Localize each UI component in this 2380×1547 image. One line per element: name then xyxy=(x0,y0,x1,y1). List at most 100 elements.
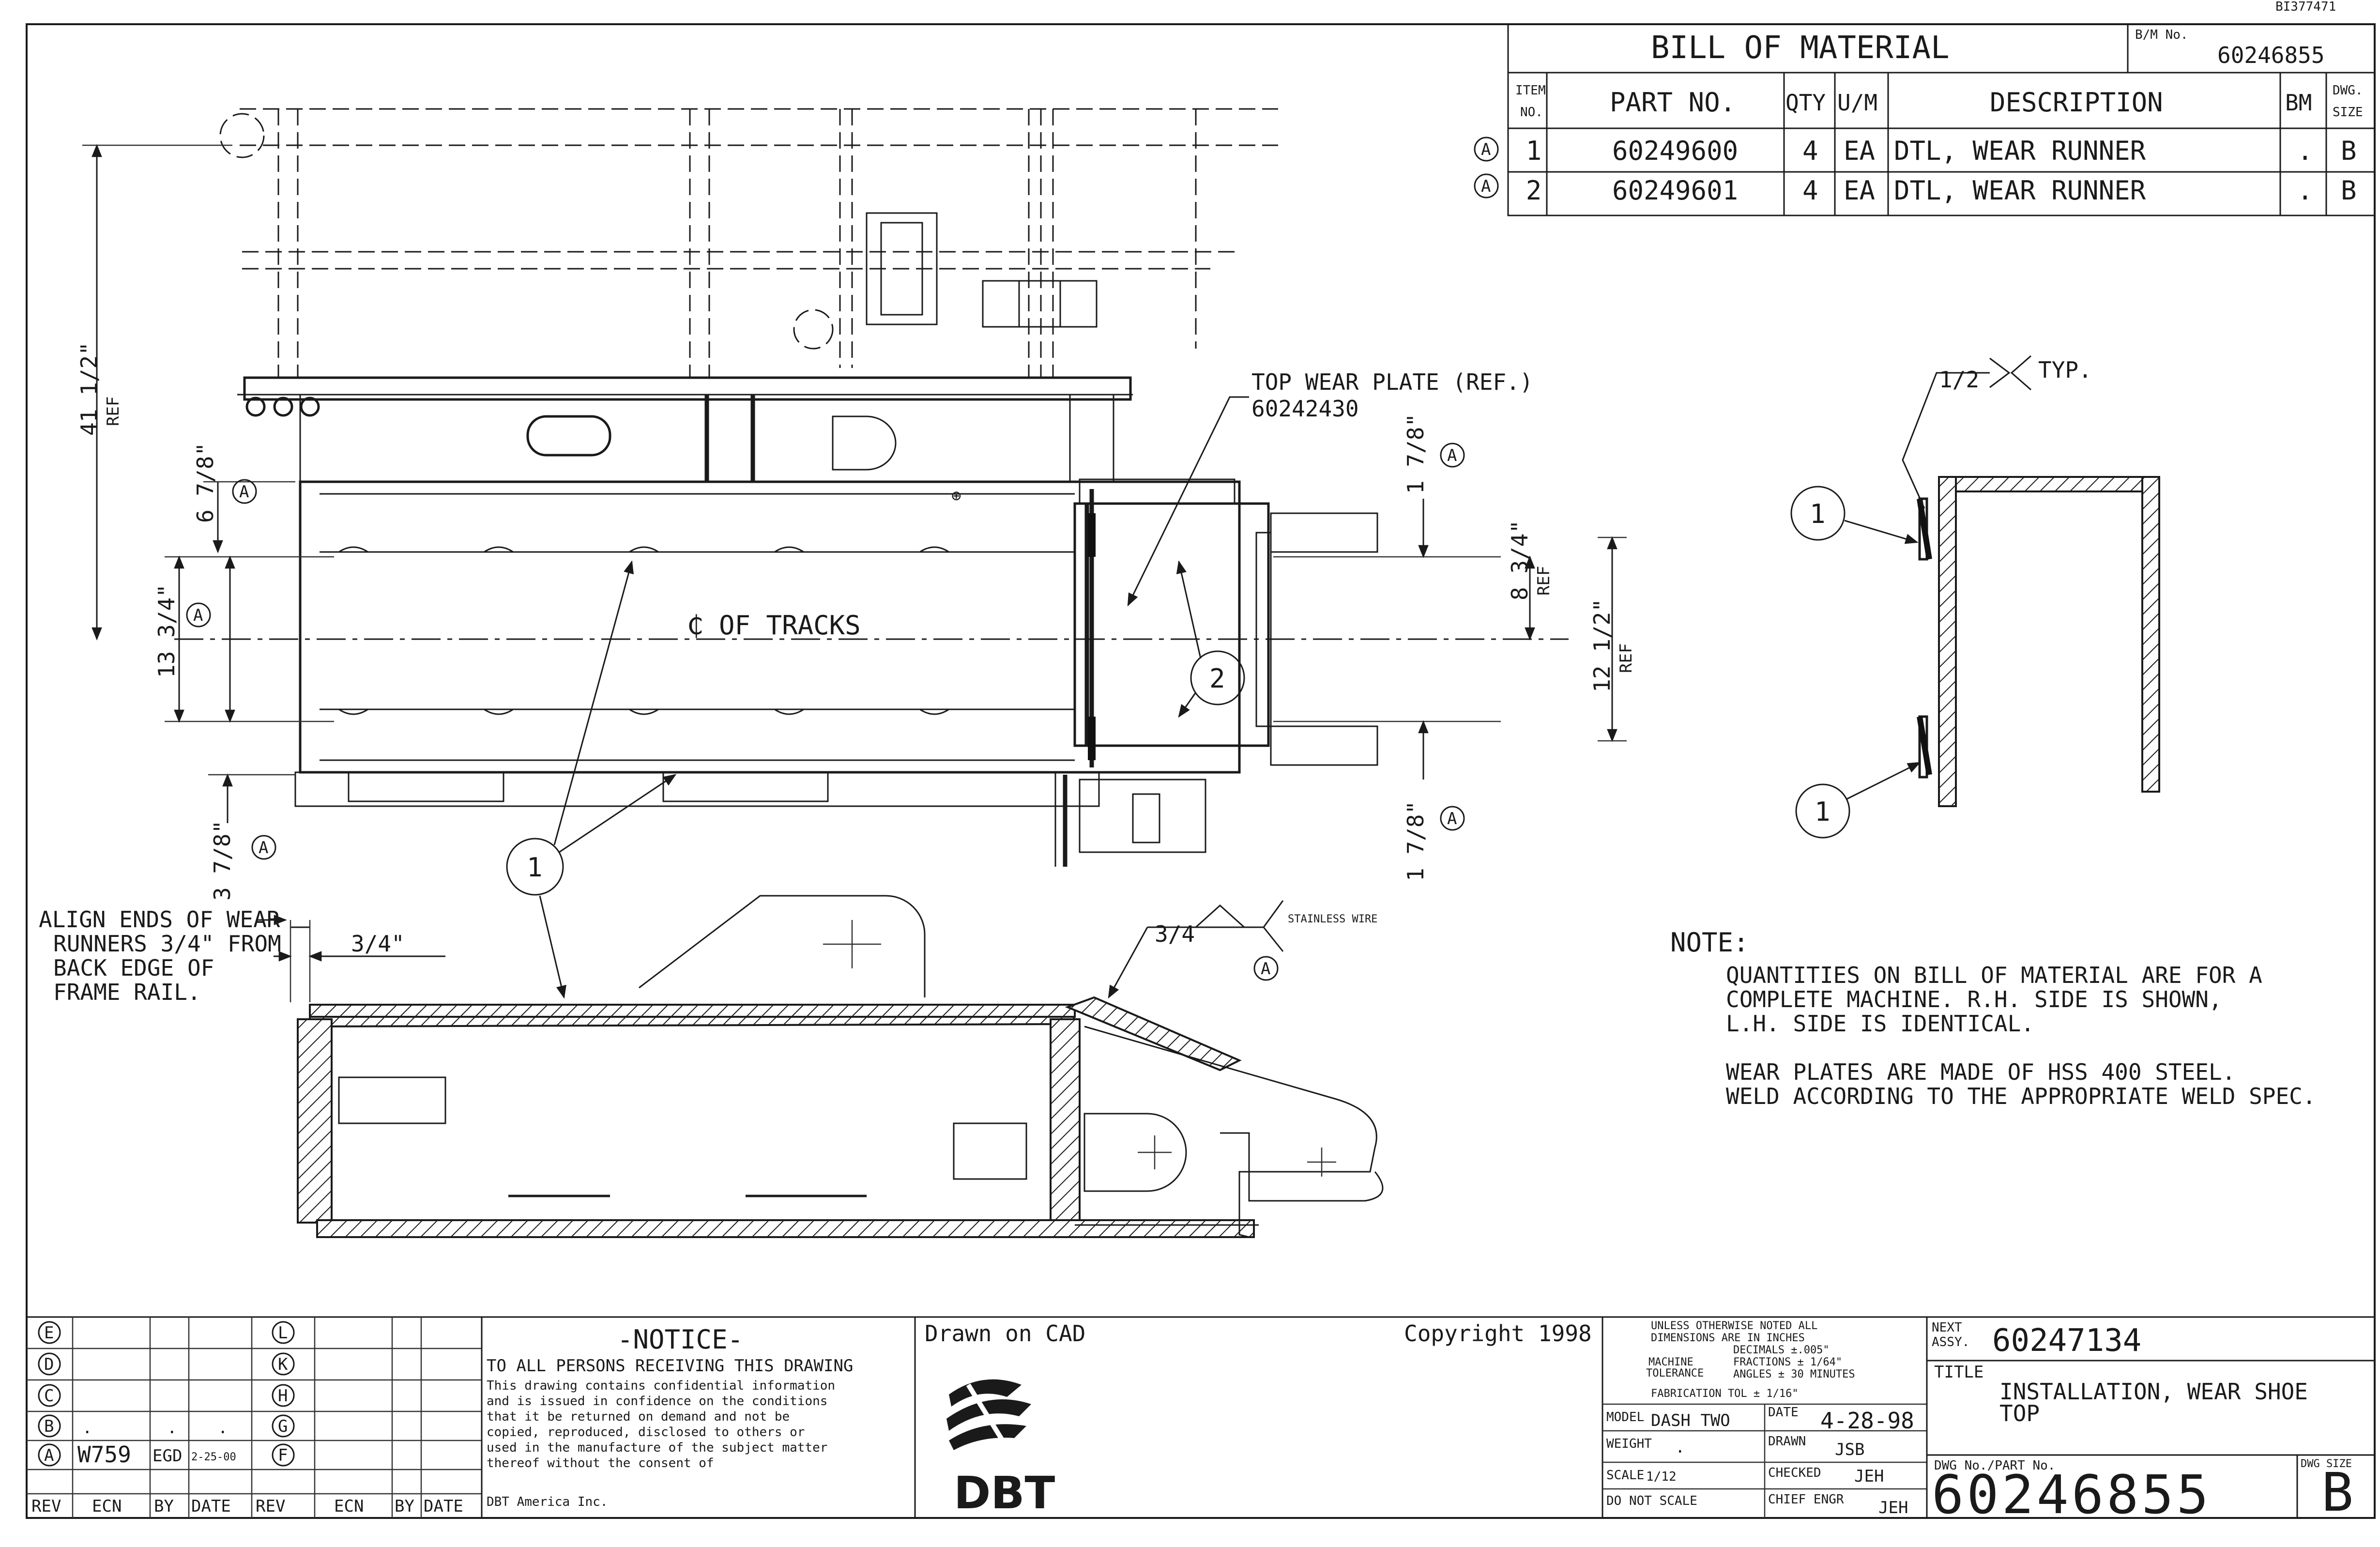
bom-row-size: B xyxy=(2341,136,2357,166)
balloon-1: 1 xyxy=(1810,499,1826,529)
note-line: L.H. SIDE IS IDENTICAL. xyxy=(1726,1011,2034,1037)
rev-letter: F xyxy=(278,1446,288,1465)
note-line: WEAR PLATES ARE MADE OF HSS 400 STEEL. xyxy=(1726,1059,2235,1085)
checked-value: JEH xyxy=(1854,1467,1884,1486)
drawn-value: JSB xyxy=(1835,1440,1864,1459)
rev-letter: H xyxy=(278,1386,288,1406)
plan-view: ⊕ ₵ OF TRACKS TOP WEAR PLATE (REF.) 6024… xyxy=(76,108,1636,999)
dim-41-5: 41 1/2" xyxy=(76,342,102,436)
tol-line: UNLESS OTHERWISE NOTED ALL xyxy=(1651,1320,1817,1332)
bom-header-desc: DESCRIPTION xyxy=(1990,87,2163,118)
rev-letter: D xyxy=(44,1355,54,1374)
rev-mark-a: A xyxy=(1261,959,1270,979)
dim-3-4: 3/4" xyxy=(351,931,405,957)
dbt-logo-text: DBT xyxy=(954,1467,1055,1519)
dim-12-12-ref: REF xyxy=(1617,643,1636,673)
bom-row-bm: . xyxy=(2297,136,2313,166)
balloon-2: 2 xyxy=(1209,663,1225,694)
dim-12-12: 12 1/2" xyxy=(1589,598,1615,692)
rev-footer: ECN xyxy=(334,1497,364,1516)
note-line: COMPLETE MACHINE. R.H. SIDE IS SHOWN, xyxy=(1726,986,2222,1012)
model-value: DASH TWO xyxy=(1651,1411,1730,1430)
tol-line: DECIMALS ±.005" xyxy=(1733,1344,1830,1356)
notice-block: -NOTICE- TO ALL PERSONS RECEIVING THIS D… xyxy=(487,1317,916,1518)
align-note-line: RUNNERS 3/4" FROM xyxy=(53,931,281,957)
bom-header-size-2: SIZE xyxy=(2333,105,2363,120)
next-assy-value: 60247134 xyxy=(1992,1323,2141,1359)
tol-line: FABRICATION TOL ± 1/16" xyxy=(1651,1388,1799,1400)
notice-line: This drawing contains confidential infor… xyxy=(487,1379,835,1393)
bom-row-bm: . xyxy=(2297,175,2313,206)
title-strip: E D C B A L K H G F . . . W759 EGD 2-25-… xyxy=(27,1316,2375,1526)
note-line: WELD ACCORDING TO THE APPROPRIATE WELD S… xyxy=(1726,1083,2316,1109)
rev-letter: G xyxy=(278,1417,288,1436)
weight-label: WEIGHT xyxy=(1606,1437,1652,1451)
bom-title: BILL OF MATERIAL xyxy=(1651,30,1950,66)
bom-header-item-2: NO. xyxy=(1520,105,1543,120)
bom-header-bm: BM xyxy=(2285,90,2312,116)
rev-letter: B xyxy=(44,1417,54,1436)
note-line: QUANTITIES ON BILL OF MATERIAL ARE FOR A xyxy=(1726,962,2262,988)
scale-label: SCALE xyxy=(1606,1468,1644,1483)
bom-row-desc: DTL, WEAR RUNNER xyxy=(1894,136,2146,166)
dim-8-34-ref: REF xyxy=(1534,566,1554,596)
bom-header-size-1: DWG. xyxy=(2333,83,2363,98)
model-label: MODEL xyxy=(1606,1410,1644,1424)
dim-6-78: 6 7/8" xyxy=(192,443,218,523)
rev-footer: DATE xyxy=(424,1497,463,1516)
weight-value: . xyxy=(1675,1438,1685,1457)
revision-block: E D C B A L K H G F . . . W759 EGD 2-25-… xyxy=(27,1317,483,1518)
sheet-border xyxy=(26,23,2376,1519)
do-not-scale: DO NOT SCALE xyxy=(1606,1494,1697,1508)
drawn-on-cad: Drawn on CAD xyxy=(925,1320,1085,1347)
bom-row: A 2 60249601 4 EA DTL, WEAR RUNNER . B xyxy=(1474,173,2357,206)
bom-no: 60246855 xyxy=(2217,42,2325,68)
side-elevation: 3/4" ALIGN ENDS OF WEAR RUNNERS 3/4" FRO… xyxy=(39,895,1384,1238)
copyright: Copyright 1998 xyxy=(1404,1320,1592,1347)
dbt-logo-icon xyxy=(946,1379,1031,1450)
section-detail: 1 1 1/2 TYP. xyxy=(1790,355,2160,839)
bom-header-item-1: ITEM xyxy=(1515,83,1546,98)
top-wear-plate-label: TOP WEAR PLATE (REF.) xyxy=(1251,369,1533,395)
title-block: NEXT ASSY. 60247134 TITLE INSTALLATION, … xyxy=(1927,1320,2375,1526)
bom-row-um: EA xyxy=(1844,175,1875,206)
bom-row-rev: A xyxy=(1481,177,1491,196)
bom-row-part: 60249601 xyxy=(1612,175,1738,206)
bom-no-label: B/M No. xyxy=(2135,28,2188,42)
bom-row-rev: A xyxy=(1481,140,1491,159)
rev-footer: REV xyxy=(256,1497,285,1516)
dim-13-34: 13 3/4" xyxy=(153,584,180,678)
company-block: Drawn on CAD Copyright 1998 DBT xyxy=(925,1317,1603,1519)
title-label: TITLE xyxy=(1934,1363,1983,1382)
notice-line: DBT America Inc. xyxy=(487,1495,608,1509)
bom-row-qty: 4 xyxy=(1802,136,1818,166)
bom-row-qty: 4 xyxy=(1802,175,1818,206)
rev-letter: E xyxy=(44,1323,54,1343)
weld-size: 3/4 xyxy=(1155,921,1195,947)
plus-mark: ⊕ xyxy=(951,486,961,505)
dim-3-78: 3 7/8" xyxy=(209,820,235,901)
top-wear-plate-number: 60242430 xyxy=(1251,396,1359,422)
bill-of-material: BILL OF MATERIAL B/M No. 60246855 ITEM N… xyxy=(1474,23,2376,216)
rev-mark-a: A xyxy=(239,482,249,502)
rev-footer: BY xyxy=(395,1497,414,1516)
rev-b-ecn: . xyxy=(82,1418,92,1438)
bom-row-item: 2 xyxy=(1526,175,1542,206)
rev-a-by: EGD xyxy=(153,1446,182,1466)
rev-letter: L xyxy=(278,1323,288,1343)
tol-tolerance: TOLERANCE xyxy=(1646,1367,1704,1379)
bom-row-part: 60249600 xyxy=(1612,136,1738,166)
dwg-size-label: DWG SIZE xyxy=(2301,1458,2352,1470)
rev-footer: REV xyxy=(31,1497,61,1516)
balloon-1: 1 xyxy=(527,852,543,883)
rev-mark-a: A xyxy=(259,838,268,858)
rev-a-ecn: W759 xyxy=(77,1441,131,1468)
tol-line: DIMENSIONS ARE IN INCHES xyxy=(1651,1332,1805,1344)
dim-1-78-bot: 1 7/8" xyxy=(1403,801,1429,881)
tol-line: FRACTIONS ± 1/64" xyxy=(1733,1356,1842,1368)
title-line-1: INSTALLATION, WEAR SHOE xyxy=(1999,1379,2308,1405)
align-note-line: BACK EDGE OF xyxy=(53,955,214,981)
rev-footer: DATE xyxy=(191,1497,231,1516)
checked-label: CHECKED xyxy=(1768,1466,1821,1480)
